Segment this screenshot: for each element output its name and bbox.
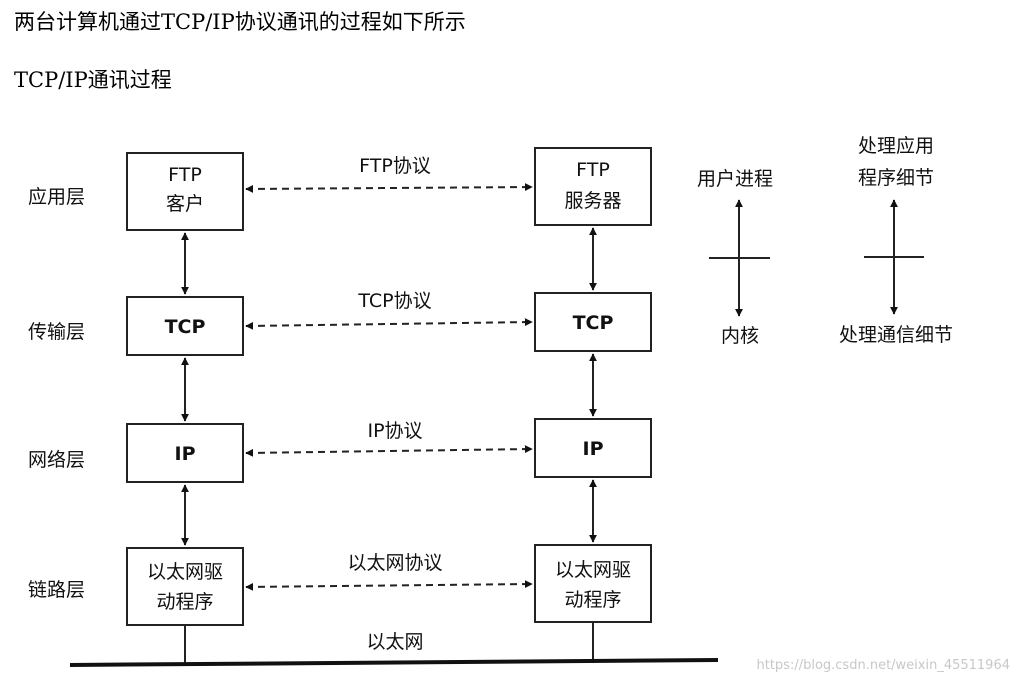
ftp-protocol-label: FTP协议 (359, 155, 431, 177)
client-ftp-label-1: FTP (168, 164, 202, 186)
ethernet-bus-line (69, 658, 719, 667)
diagram-title: TCP/IP通讯过程 (14, 68, 172, 92)
server-driver-label-1: 以太网驱 (555, 559, 631, 581)
legend-app-details-line-1: 处理应用 (858, 135, 934, 157)
layer-label-link: 链路层 (28, 579, 85, 601)
ethernet-protocol-arrow (245, 580, 533, 591)
server-ftp-label-1: FTP (576, 159, 610, 181)
ethernet-protocol-label: 以太网协议 (347, 552, 442, 574)
server-tcp-label: TCP (573, 312, 614, 334)
server-ftp-label-2: 服务器 (564, 190, 621, 212)
client-ip-box (126, 423, 244, 483)
ip-protocol-label: IP协议 (367, 420, 422, 442)
page-title: 两台计算机通过TCP/IP协议通讯的过程如下所示 (14, 10, 466, 34)
layer-label-application: 应用层 (28, 186, 85, 208)
ftp-protocol-arrow (245, 183, 533, 193)
layer-label-transport: 传输层 (28, 321, 85, 343)
client-driver-box (126, 547, 244, 626)
server-ip-label: IP (583, 438, 604, 460)
server-ftp-box (534, 147, 652, 226)
server-ip-box (534, 418, 652, 478)
legend-comm-details: 处理通信细节 (839, 324, 953, 346)
ethernet-label: 以太网 (366, 631, 423, 653)
client-driver-label-2: 动程序 (156, 591, 213, 613)
client-ip-label: IP (175, 443, 196, 465)
legend-kernel: 内核 (721, 325, 759, 347)
layer-label-network: 网络层 (28, 449, 85, 471)
legend-user-process: 用户进程 (697, 168, 773, 190)
client-tcp-box (126, 296, 244, 356)
client-tcp-label: TCP (165, 316, 206, 338)
tcp-protocol-label: TCP协议 (357, 290, 431, 312)
watermark: https://blog.csdn.net/weixin_45511964 (756, 658, 1010, 673)
client-ftp-box (126, 152, 244, 231)
legend-app-details-line-2: 程序细节 (858, 167, 934, 189)
client-ftp-label-2: 客户 (166, 193, 204, 215)
ip-protocol-arrow (245, 445, 533, 457)
server-driver-label-2: 动程序 (564, 589, 621, 611)
tcp-protocol-arrow (245, 318, 533, 330)
server-tcp-box (534, 292, 652, 352)
client-driver-label-1: 以太网驱 (147, 561, 223, 583)
server-driver-box (534, 544, 652, 623)
